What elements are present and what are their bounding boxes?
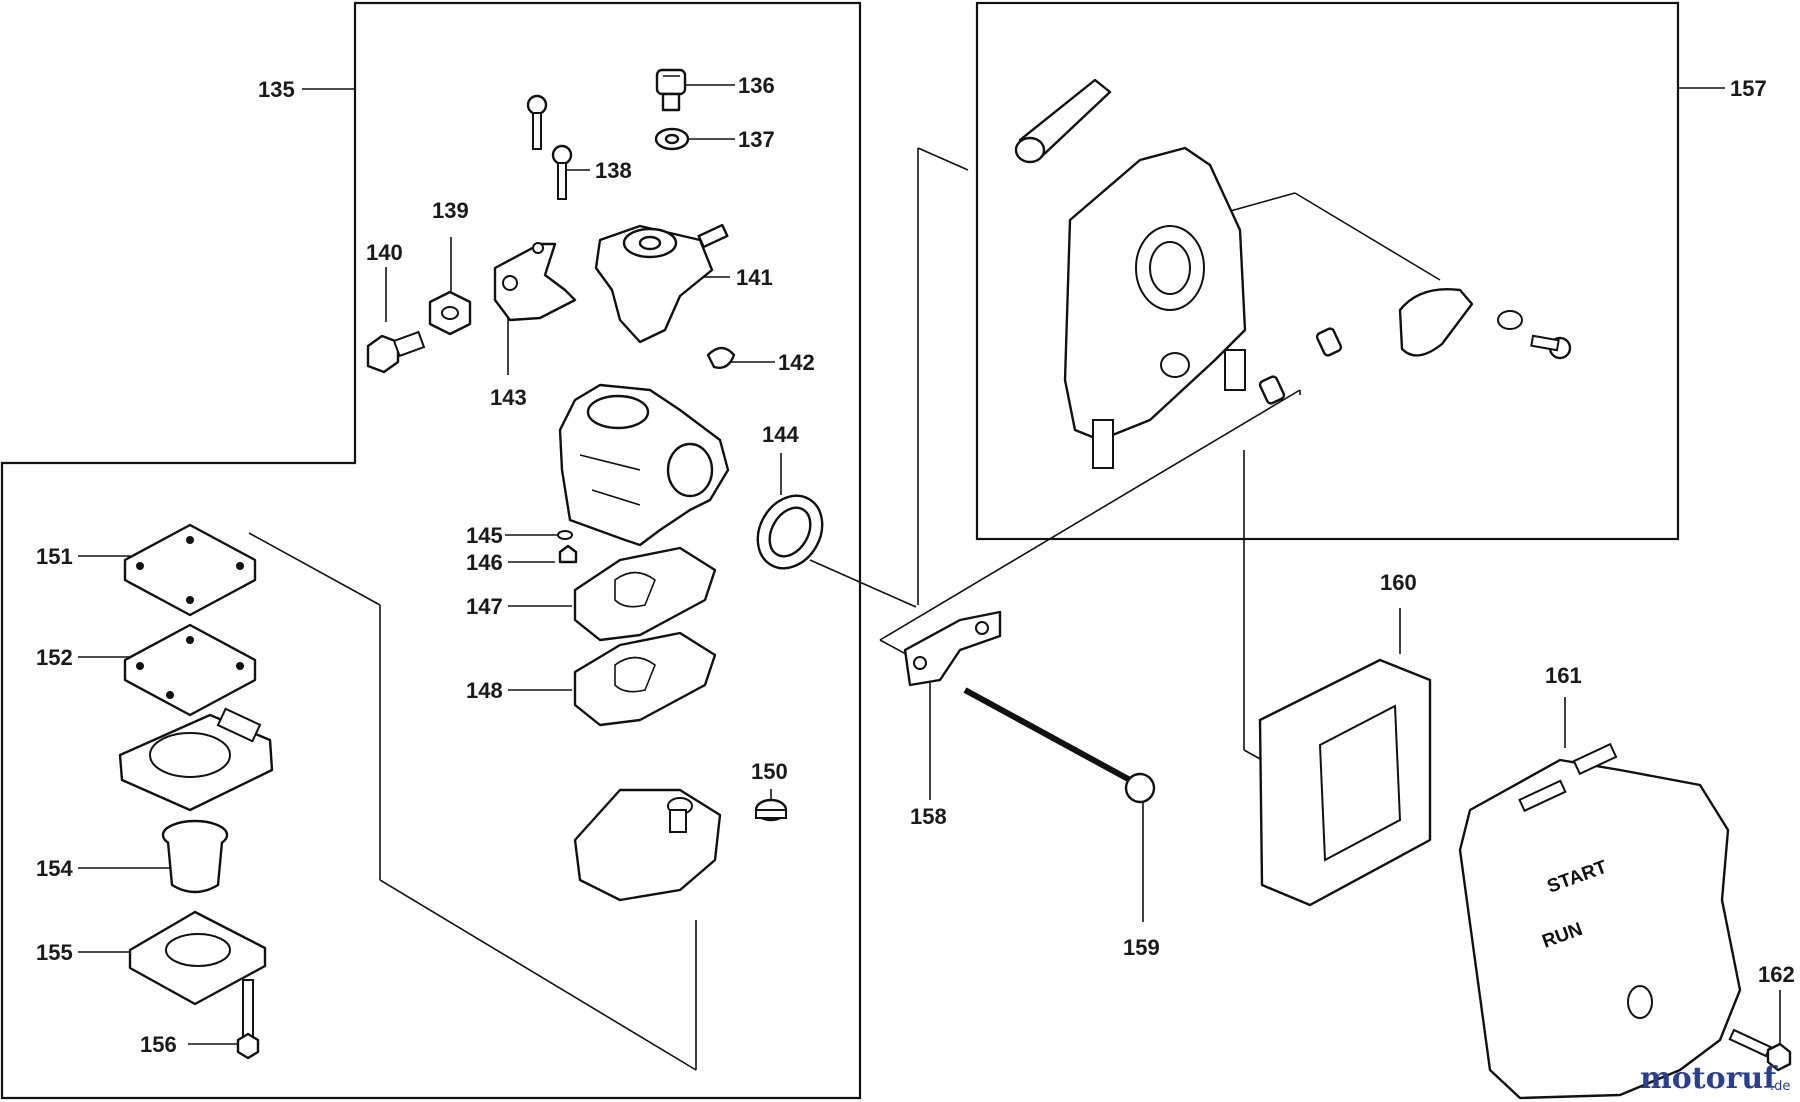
- part-155-flange: [128, 910, 267, 1006]
- part-160-filter-element: [1258, 658, 1432, 907]
- callout-161: 161: [1545, 663, 1582, 688]
- callout-143: 143: [490, 385, 527, 410]
- part-162-screw: [1728, 1028, 1792, 1072]
- callout-156: 156: [140, 1032, 177, 1057]
- callout-140: 140: [366, 240, 403, 265]
- carburetor-group-frame: [0, 1, 862, 1100]
- callout-147: 147: [466, 594, 503, 619]
- part-carburetor-body: [558, 383, 730, 547]
- callout-142: 142: [778, 350, 815, 375]
- part-pump-body: [118, 707, 274, 812]
- part-152-gasket: [123, 623, 257, 717]
- watermark-suffix: .de: [1770, 1079, 1790, 1094]
- leader-lines: [78, 84, 1781, 1071]
- callout-159: 159: [1123, 935, 1160, 960]
- part-142-clip: [706, 346, 736, 369]
- part-137-washer: [654, 127, 690, 151]
- callout-145: 145: [466, 523, 503, 548]
- part-145-o-ring: [557, 530, 573, 540]
- part-150-plug: [754, 798, 788, 822]
- part-143-bracket: [493, 242, 577, 322]
- part-154-cup: [161, 819, 229, 894]
- callout-137: 137: [738, 127, 775, 152]
- callout-158: 158: [910, 804, 947, 829]
- air-filter-group-frame: [975, 1, 1680, 541]
- watermark-text: motoruf: [1640, 1061, 1778, 1096]
- part-141-throttle-body: [594, 223, 729, 344]
- callout-152: 152: [36, 645, 73, 670]
- callout-160: 160: [1380, 570, 1417, 595]
- callout-162: 162: [1758, 962, 1795, 987]
- callout-135: 135: [258, 77, 295, 102]
- callout-157: 157: [1730, 76, 1767, 101]
- watermark-logo: motoruf .de: [1640, 1061, 1790, 1096]
- part-138-screws: [526, 94, 573, 200]
- part-161-filter-cover: START RUN: [1458, 742, 1742, 1100]
- part-carburetor-base: [573, 788, 722, 902]
- part-151-cover-plate: [123, 523, 257, 617]
- part-158-bracket: [903, 610, 1002, 687]
- part-144-gasket-ring: [756, 494, 824, 570]
- part-140-bolt: [366, 330, 426, 374]
- callout-labels: 135 136 137 138 139 140 141 142 143 144 …: [36, 73, 1795, 1057]
- part-choke-lever: [1014, 78, 1112, 164]
- part-156-screw: [236, 979, 260, 1060]
- part-146-needle: [558, 544, 578, 564]
- part-159-long-bolt: [963, 687, 1156, 804]
- part-157-air-filter-base: [1063, 146, 1247, 469]
- part-choke-plate: [1398, 288, 1572, 360]
- callout-146: 146: [466, 550, 503, 575]
- callout-144: 144: [762, 422, 799, 447]
- part-spacer-collars: [1258, 327, 1343, 405]
- callout-138: 138: [595, 158, 632, 183]
- callout-148: 148: [466, 678, 503, 703]
- callout-154: 154: [36, 856, 73, 881]
- callout-136: 136: [738, 73, 775, 98]
- part-136-screw-head: [655, 68, 687, 112]
- callout-151: 151: [36, 544, 73, 569]
- callout-139: 139: [432, 198, 469, 223]
- callout-150: 150: [751, 759, 788, 784]
- part-147-gasket: [573, 546, 717, 642]
- callout-155: 155: [36, 940, 73, 965]
- part-148-diaphragm: [573, 631, 717, 727]
- callout-141: 141: [736, 265, 773, 290]
- part-139-nut: [428, 290, 472, 336]
